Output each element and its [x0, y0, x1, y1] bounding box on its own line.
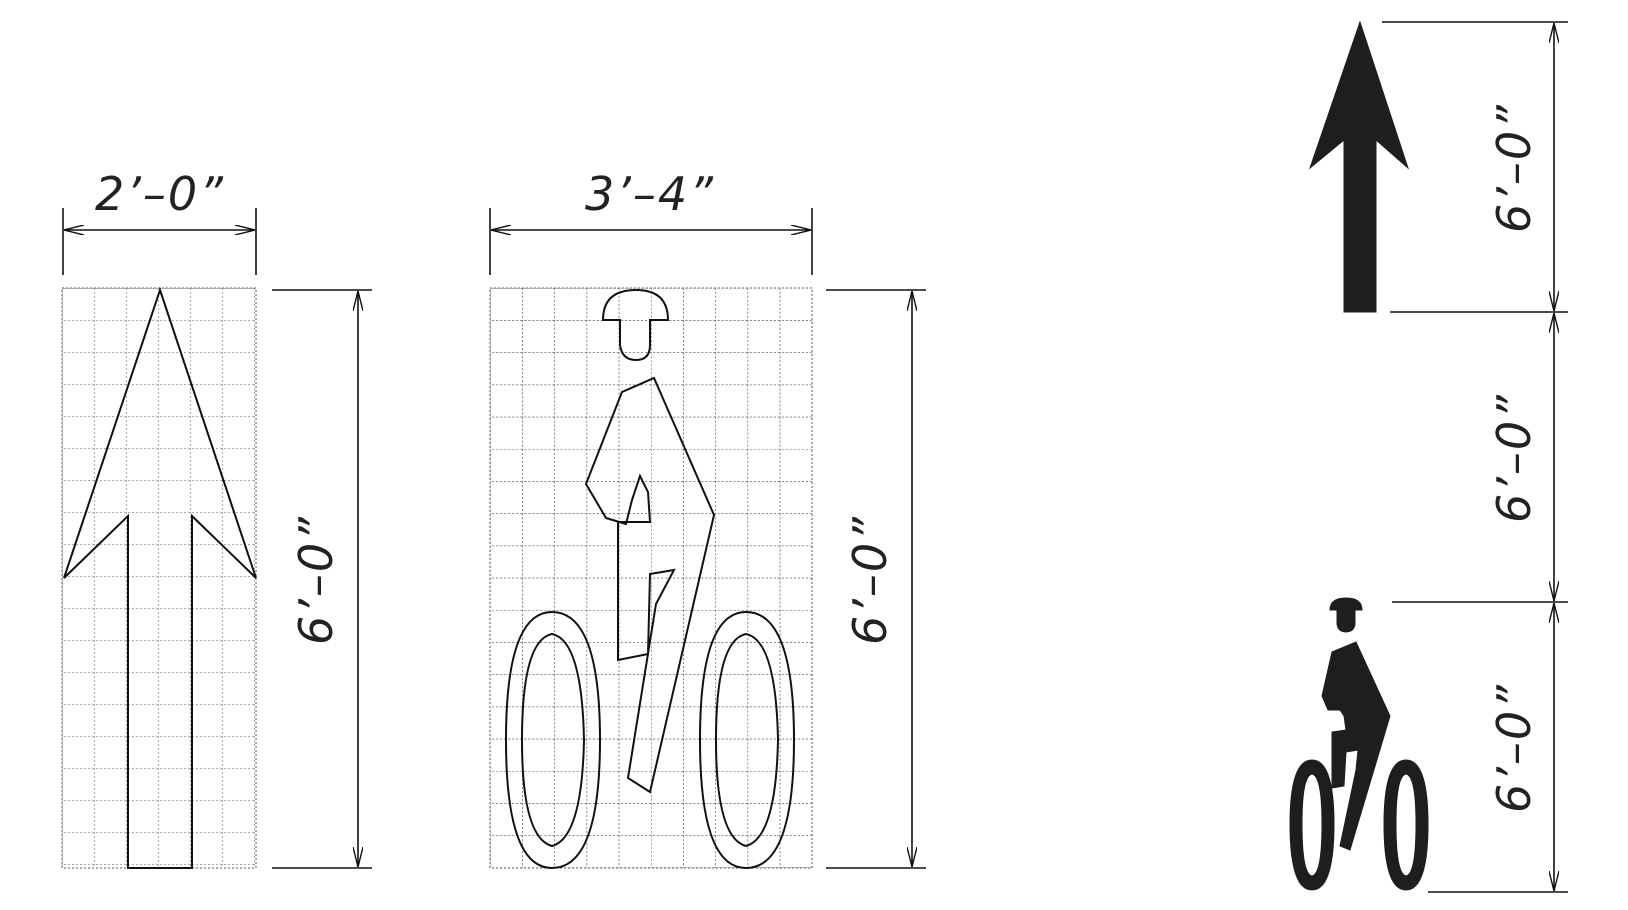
bike-width-label: 3’–4”: [585, 167, 715, 221]
bicyclist-grid-panel: 3’–4” 6’–0”: [489, 167, 926, 870]
solid-bicyclist-icon: [1289, 597, 1429, 891]
body-outline: [584, 376, 716, 794]
layout-gap-span-label: 6’–0”: [1487, 393, 1541, 523]
solid-arrow-icon: [1308, 20, 1410, 313]
bike-height-label: 6’–0”: [843, 515, 897, 645]
layout-bike-span-label: 6’–0”: [1487, 683, 1541, 813]
bicyclist-icon: [504, 288, 796, 870]
front-wheel-inner: [714, 632, 780, 848]
rear-wheel-inner: [520, 632, 586, 848]
arrow-grid-panel: 2’–0” 6’–0”: [61, 167, 372, 869]
arrow-width-label: 2’–0”: [95, 167, 225, 221]
up-arrow-icon: [63, 286, 257, 869]
front-wheel-outer: [698, 610, 796, 870]
marking-layout-panel: 6’–0” 6’–0” 6’–0”: [1289, 20, 1568, 893]
helmet-outline: [601, 288, 670, 362]
layout-arrow-span-label: 6’–0”: [1487, 103, 1541, 233]
arrow-height-label: 6’–0”: [289, 515, 343, 645]
rear-wheel-outer: [504, 610, 602, 870]
arrow-grid: [61, 287, 257, 869]
